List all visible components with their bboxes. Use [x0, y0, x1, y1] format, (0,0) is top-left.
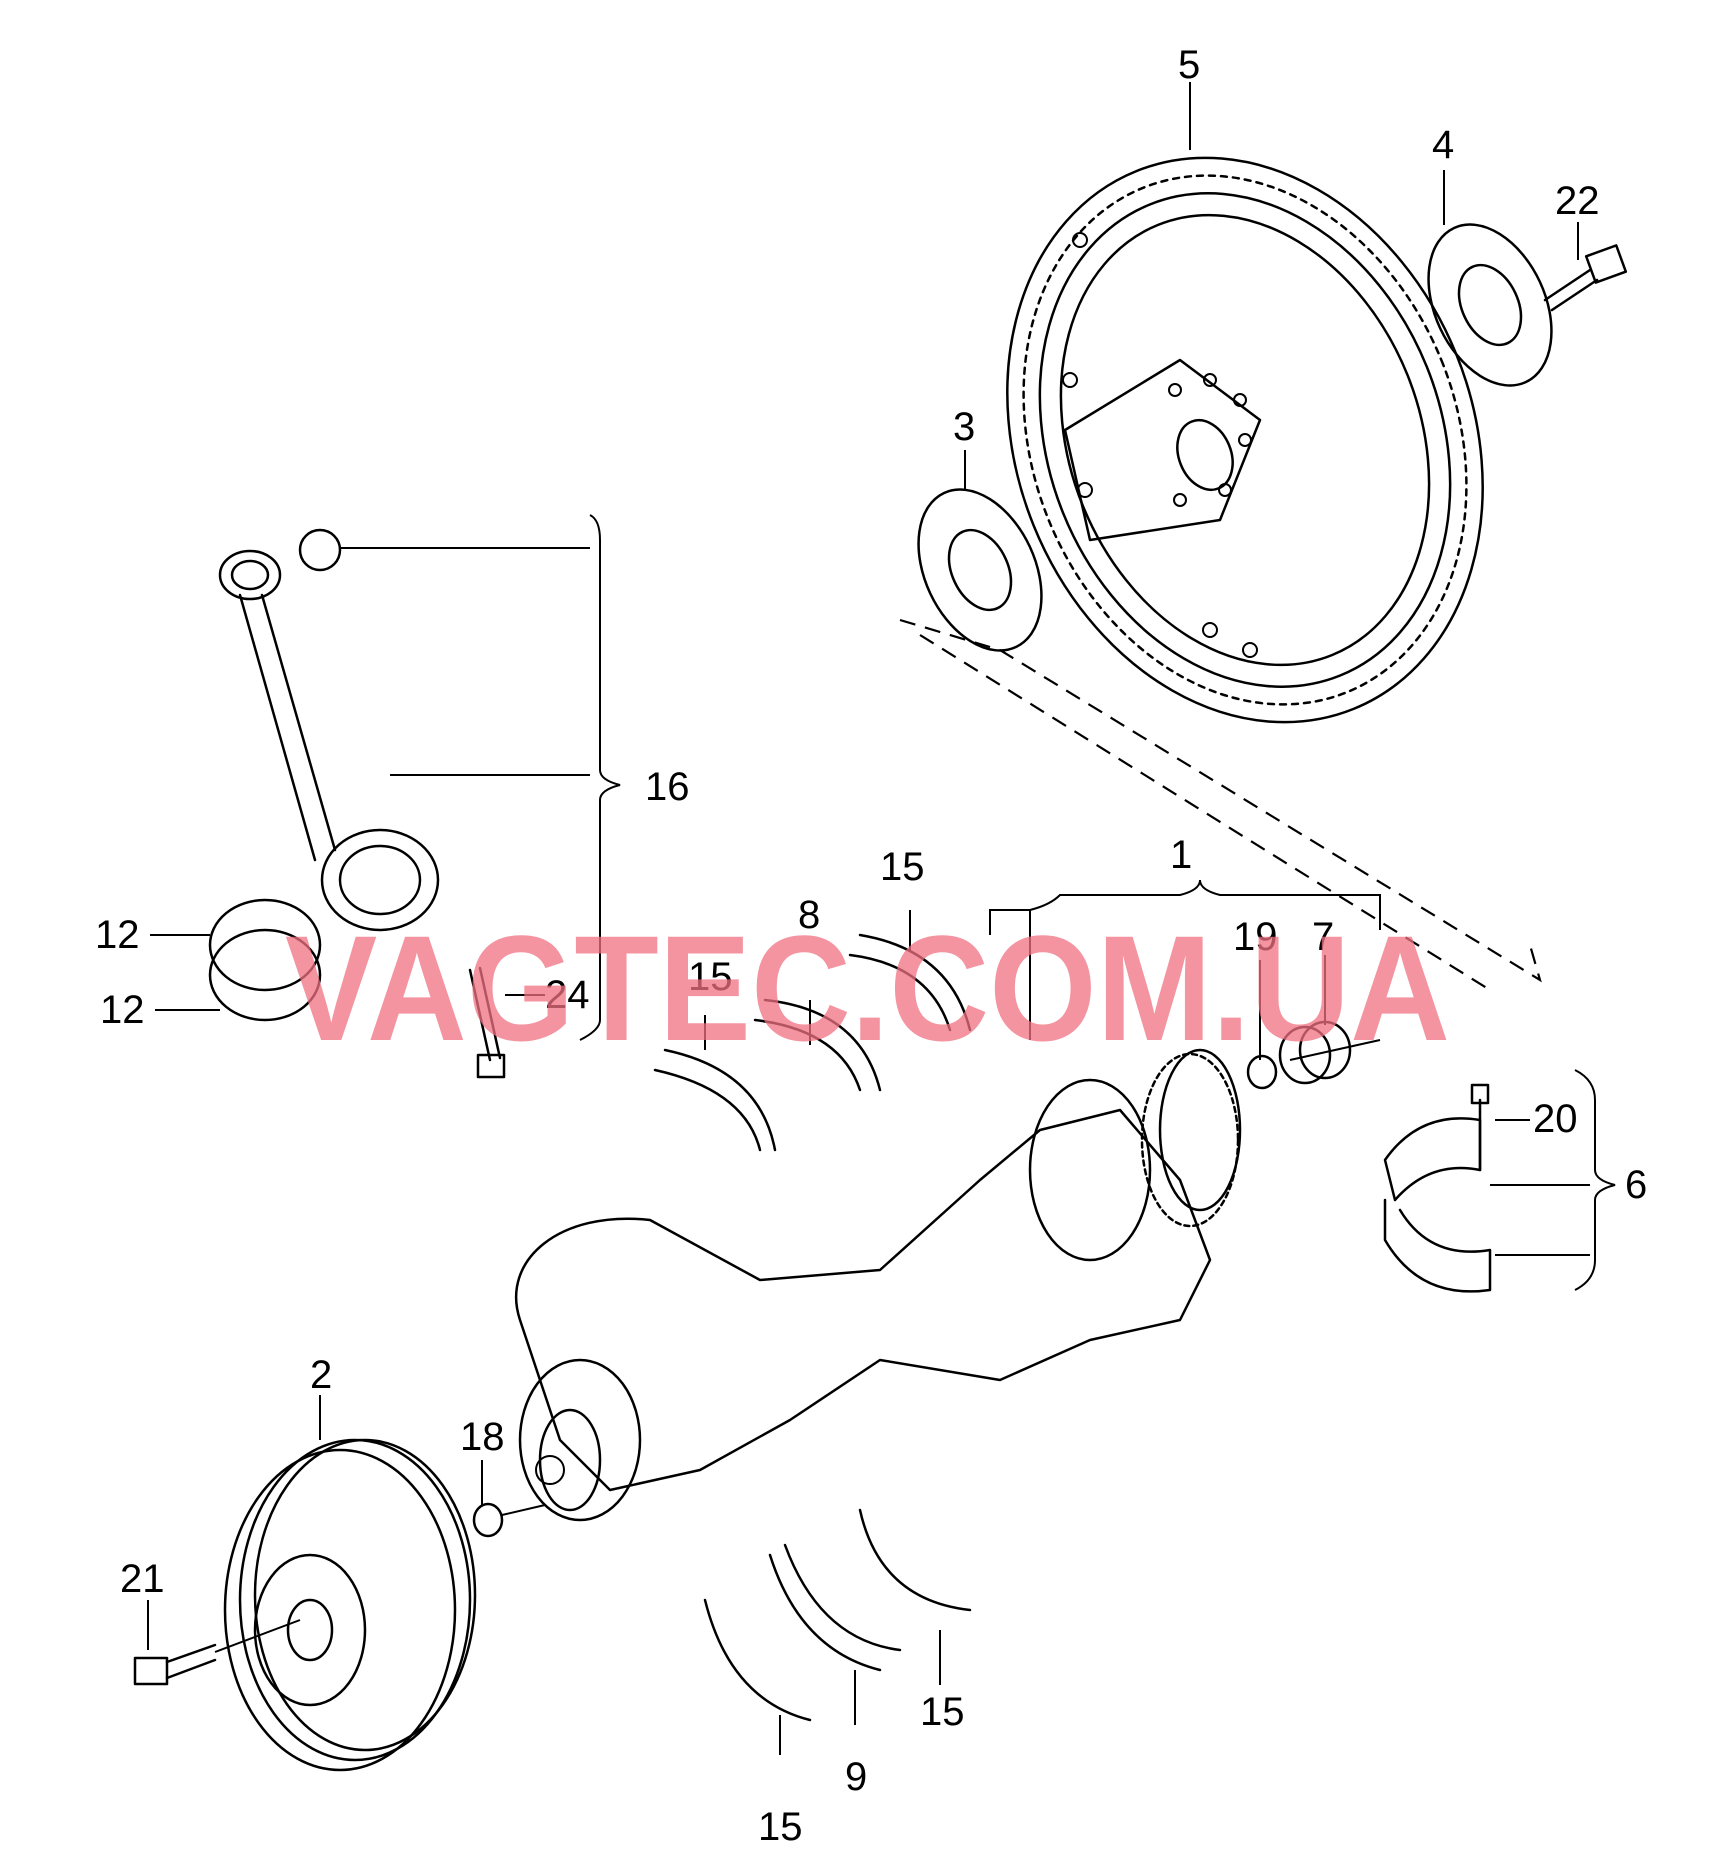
callout-2: 2 [310, 1353, 332, 1397]
callout-15-right: 15 [920, 1690, 965, 1734]
bolt-22 [1543, 244, 1628, 312]
leader-lines [147, 82, 1616, 1755]
callout-6: 6 [1625, 1163, 1647, 1207]
callout-16: 16 [645, 765, 690, 809]
callout-20: 20 [1533, 1097, 1578, 1141]
flywheel-assembly-outline [899, 618, 1542, 983]
main-bearing-cap [1383, 1083, 1492, 1293]
main-bearing-shells [653, 933, 972, 1722]
washer-4 [1427, 223, 1553, 387]
vibration-damper-pulley [223, 1438, 477, 1772]
watermark: VAGTEC.COM.UA [285, 904, 1450, 1072]
callout-15-bottom: 15 [758, 1805, 803, 1849]
callout-12-upper: 12 [95, 913, 140, 957]
callout-22: 22 [1555, 179, 1600, 223]
callout-4: 4 [1432, 123, 1454, 167]
washer-3 [917, 488, 1043, 652]
rod-bearing-shells [208, 898, 322, 1022]
callout-3: 3 [953, 405, 975, 449]
callout-18: 18 [460, 1415, 505, 1459]
callout-labels: 5 4 22 3 16 1 15 8 15 19 7 12 12 24 20 6… [95, 43, 1647, 1849]
callout-7: 7 [1312, 915, 1334, 959]
flywheel [1006, 156, 1484, 724]
callout-24: 24 [545, 973, 590, 1017]
callout-12-lower: 12 [100, 988, 145, 1032]
callout-8: 8 [798, 893, 820, 937]
callout-5: 5 [1178, 43, 1200, 87]
bushing-18 [472, 1502, 546, 1538]
callout-9: 9 [845, 1755, 867, 1799]
pulley-bolt-21 [133, 1619, 301, 1686]
callout-15-mid: 15 [688, 955, 733, 999]
crankshaft [514, 1039, 1381, 1522]
callout-15-top: 15 [880, 845, 925, 889]
callout-1: 1 [1170, 833, 1192, 877]
callout-19: 19 [1233, 915, 1278, 959]
rod-bolt-24 [468, 966, 506, 1079]
callout-21: 21 [120, 1557, 165, 1601]
connecting-rod [218, 528, 580, 932]
